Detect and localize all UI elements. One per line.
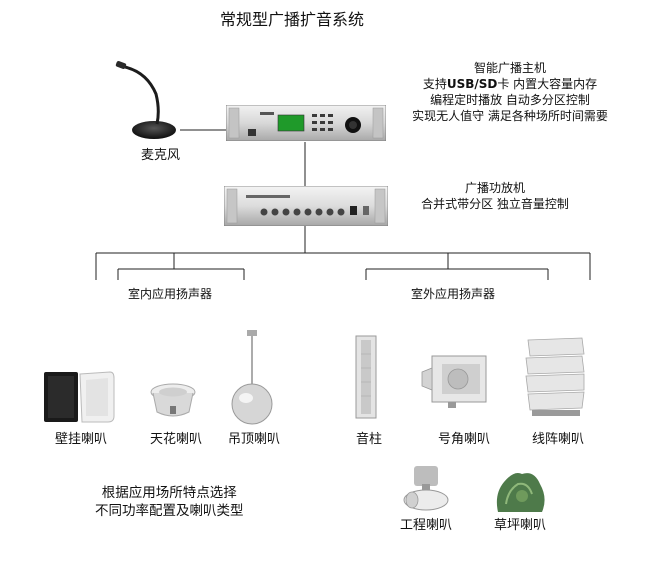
- line-array-speaker-label: 线阵喇叭: [532, 432, 585, 447]
- project-speaker-label: 工程喇叭: [400, 518, 453, 533]
- microphone-label: 麦克风: [141, 148, 181, 163]
- host-title: 智能广播主机: [473, 61, 546, 75]
- outdoor-speakers-label: 室外应用扬声器: [411, 287, 496, 301]
- project-speaker-icon: [403, 466, 449, 511]
- column-speaker-label: 音柱: [356, 432, 383, 447]
- selection-note-line1: 根据应用场所特点选择: [101, 485, 237, 501]
- amplifier-description: 广播功放机 合并式带分区 独立音量控制: [410, 180, 580, 212]
- ceiling-speaker-label: 天花喇叭: [150, 432, 203, 447]
- horn-speaker-icon: [421, 355, 487, 408]
- ceiling-speaker-icon: [150, 383, 196, 417]
- pendant-speaker-label: 吊顶喇叭: [228, 432, 281, 447]
- microphone-icon: [115, 61, 176, 139]
- broadcast-host-device: [226, 105, 386, 141]
- diagram-title: 常规型广播扩音系统: [220, 10, 365, 29]
- pendant-speaker-icon: [231, 330, 273, 425]
- lawn-speaker-label: 草坪喇叭: [494, 518, 547, 533]
- horn-speaker-label: 号角喇叭: [438, 432, 491, 447]
- line-array-speaker-icon: [525, 337, 585, 416]
- wall-speaker-label: 壁挂喇叭: [55, 432, 108, 447]
- column-speaker-icon: [355, 335, 377, 419]
- selection-note-line2: 不同功率配置及喇叭类型: [95, 503, 244, 519]
- host-feature-schedule: 编程定时播放 自动多分区控制: [430, 93, 590, 107]
- selection-note: 根据应用场所特点选择 不同功率配置及喇叭类型: [95, 484, 244, 520]
- lawn-speaker-icon: [496, 473, 545, 512]
- indoor-speakers-label: 室内应用扬声器: [128, 287, 213, 301]
- amplifier-device: [224, 186, 388, 226]
- host-feature-unattended: 实现无人值守 满足各种场所时间需要: [412, 109, 608, 123]
- amplifier-feature: 合并式带分区 独立音量控制: [421, 197, 569, 211]
- wall-speaker-icon: [44, 371, 115, 423]
- host-feature-storage: 支持USB/SD卡 内置大容量内存: [422, 77, 598, 91]
- host-description: 智能广播主机 支持USB/SD卡 内置大容量内存 编程定时播放 自动多分区控制 …: [410, 60, 610, 124]
- amplifier-title: 广播功放机: [464, 181, 525, 195]
